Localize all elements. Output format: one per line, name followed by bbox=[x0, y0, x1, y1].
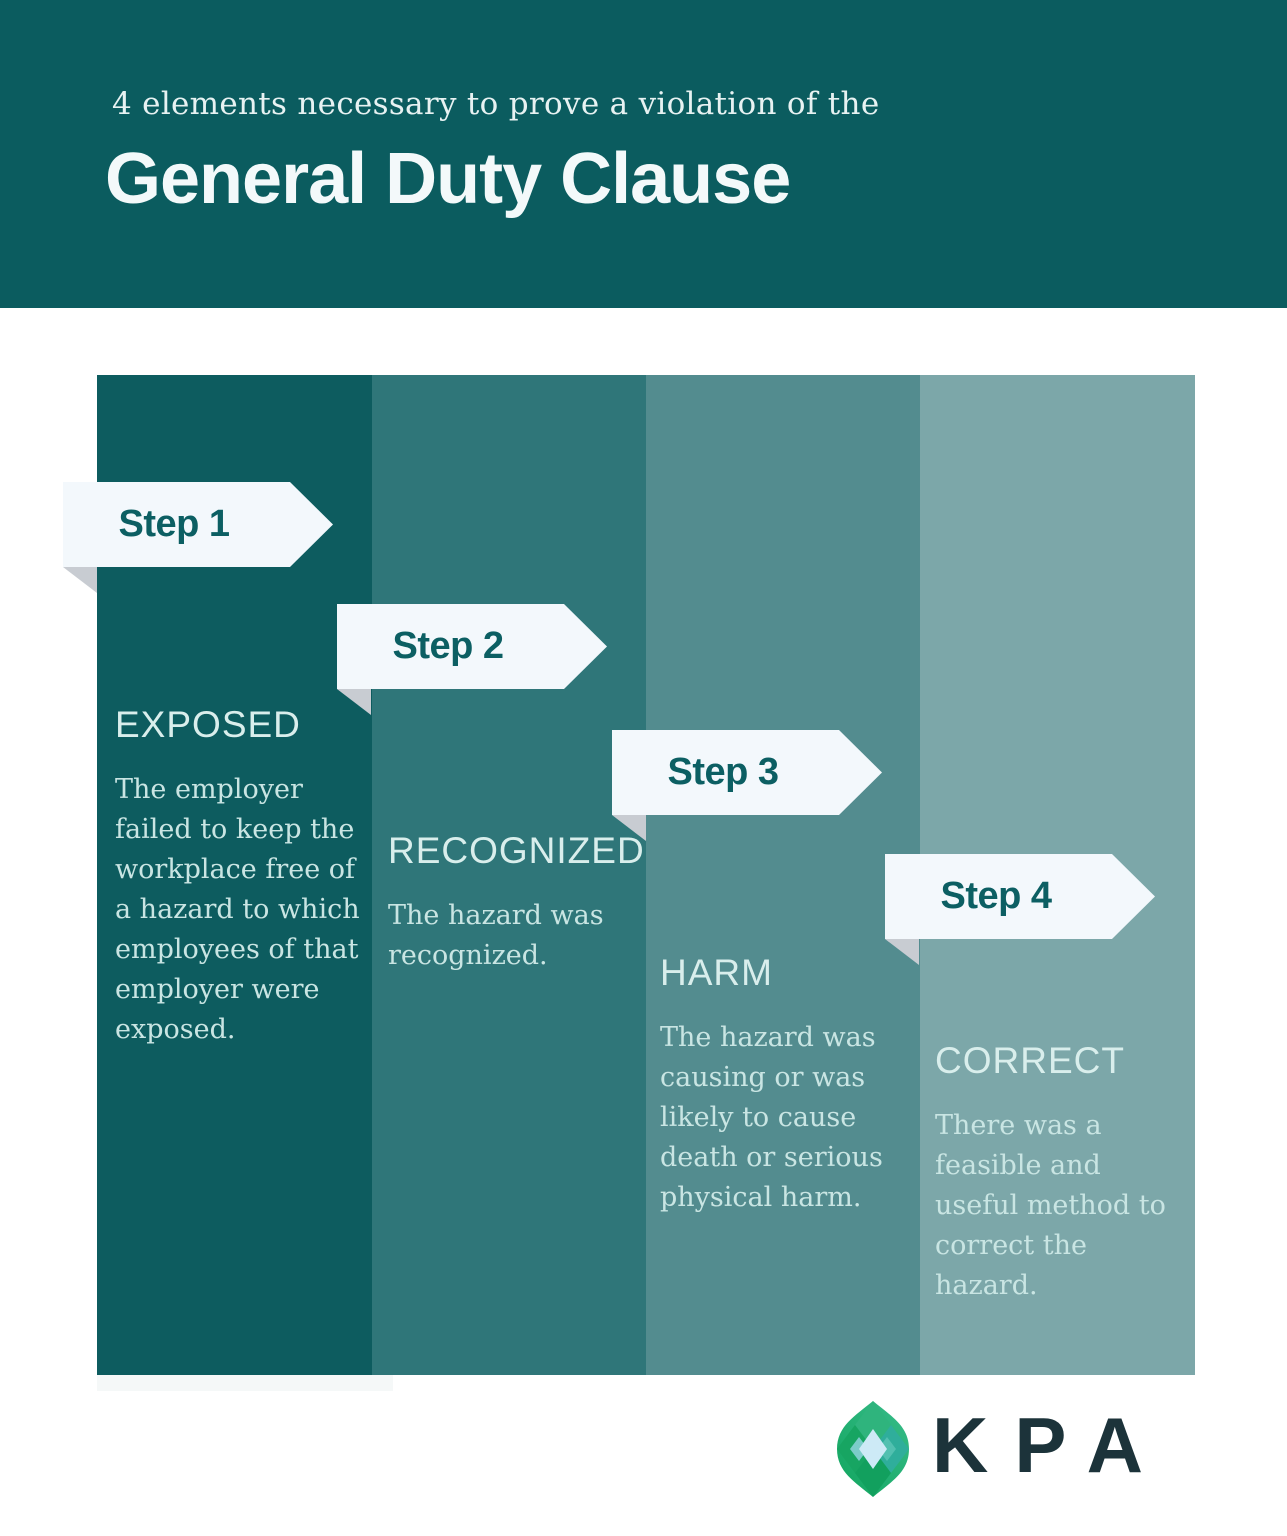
step-1-title: EXPOSED bbox=[115, 704, 301, 745]
step-4-ribbon: Step 4 bbox=[885, 854, 1155, 939]
step-1-content: EXPOSED The employer failed to keep the … bbox=[115, 704, 365, 1050]
step-column-3 bbox=[646, 375, 920, 1375]
step-4-title: CORRECT bbox=[935, 1040, 1125, 1081]
page-title: General Duty Clause bbox=[105, 139, 791, 219]
step-2-ribbon: Step 2 bbox=[337, 604, 607, 689]
step-1-label: Step 1 bbox=[118, 503, 230, 545]
step-3-content: HARM The hazard was causing or was likel… bbox=[660, 952, 890, 1218]
step-3-description: The hazard was causing or was likely to … bbox=[660, 1022, 883, 1213]
column-1-shadow bbox=[97, 1375, 393, 1391]
step-3-title: HARM bbox=[660, 952, 773, 993]
step-1-ribbon: Step 1 bbox=[63, 482, 333, 567]
step-column-2 bbox=[372, 375, 646, 1375]
step-3-label: Step 3 bbox=[667, 751, 779, 793]
step-4-content: CORRECT There was a feasible and useful … bbox=[935, 1040, 1177, 1306]
header-band: 4 elements necessary to prove a violatio… bbox=[0, 0, 1287, 308]
step-3-ribbon: Step 3 bbox=[612, 730, 882, 815]
ribbon-fold-1 bbox=[63, 567, 97, 593]
step-1-description: The employer failed to keep the workplac… bbox=[115, 774, 360, 1045]
step-2-description: The hazard was recognized. bbox=[388, 900, 604, 971]
header-subtitle: 4 elements necessary to prove a violatio… bbox=[112, 86, 880, 122]
kpa-logo-wordmark: KPA bbox=[932, 1401, 1169, 1489]
step-4-description: There was a feasible and useful method t… bbox=[935, 1110, 1166, 1301]
step-2-label: Step 2 bbox=[392, 625, 504, 667]
kpa-logo-leaf-icon bbox=[837, 1401, 909, 1497]
step-2-content: RECOGNIZED The hazard was recognized. bbox=[388, 830, 645, 976]
step-2-title: RECOGNIZED bbox=[388, 830, 645, 871]
step-4-label: Step 4 bbox=[940, 875, 1052, 917]
